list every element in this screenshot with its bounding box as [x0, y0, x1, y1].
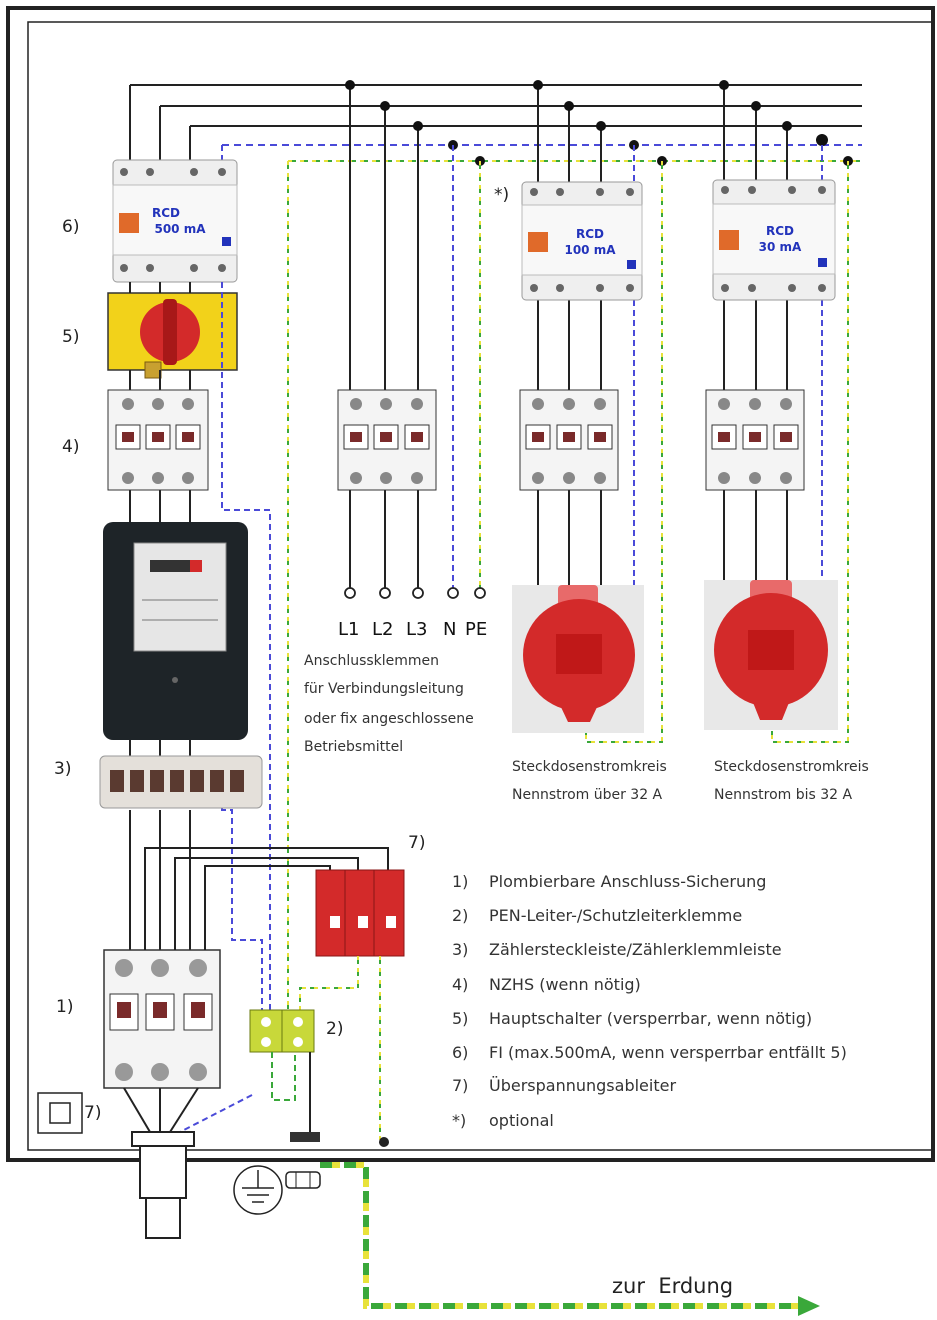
cable-entry	[123, 1087, 253, 1239]
earth-node	[379, 1137, 389, 1147]
small-box-inner	[49, 1102, 71, 1124]
legend-num-1: 1)	[452, 872, 468, 891]
surge-feed-wiring	[144, 847, 389, 950]
terminal-n: N	[443, 619, 456, 640]
rcd-30-label-2: 30 mA	[759, 240, 802, 254]
legend-text-1: Plombierbare Anschluss-Sicherung	[489, 872, 766, 891]
earth-label: zur Erdung	[612, 1274, 733, 1298]
earth-ground-icon	[233, 1165, 283, 1215]
rcd-500-label-1: RCD	[152, 206, 180, 220]
meter-terminal-strip	[99, 755, 263, 809]
nzhs-socket1	[519, 389, 619, 491]
socket1-outlet	[512, 585, 644, 733]
earth-bar	[285, 1132, 321, 1189]
earth-conductor	[320, 1162, 800, 1309]
label-3: 3)	[54, 759, 71, 779]
pen-loop-wiring	[271, 1052, 311, 1140]
terminal-pe: PE	[465, 619, 487, 640]
padlock-icon	[144, 361, 162, 379]
enclosure-inner-frame	[27, 21, 934, 1151]
nzhs-socket2	[705, 389, 805, 491]
label-4: 4)	[62, 437, 79, 457]
rcd-30-device	[712, 179, 836, 301]
label-optional: *)	[494, 185, 509, 205]
main-fuse	[103, 949, 221, 1089]
label-6: 6)	[62, 217, 79, 237]
rcd-500-device	[112, 159, 238, 283]
legend-text-8: optional	[489, 1111, 554, 1130]
legend-text-5: Hauptschalter (versperrbar, wenn nötig)	[489, 1009, 812, 1028]
legend: 1) Plombierbare Anschluss-Sicherung 2) P…	[452, 872, 847, 1130]
rcd-500-label-2: 500 mA	[154, 222, 206, 236]
socket1-drops	[537, 85, 602, 590]
left-column-wiring	[129, 282, 191, 950]
legend-text-3: Zählersteckleiste/Zählerklemmleiste	[489, 940, 782, 959]
label-2: 2)	[326, 1019, 343, 1039]
terminal-l3: L3	[406, 619, 427, 640]
terminal-l2: L2	[372, 619, 393, 640]
label-7-box: 7)	[84, 1103, 101, 1123]
socket1-caption-2: Nennstrom über 32 A	[512, 787, 663, 803]
socket2-outlet	[704, 580, 838, 730]
socket2-caption-2: Nennstrom bis 32 A	[714, 787, 853, 803]
arrow-right-icon	[798, 1296, 820, 1316]
pen-terminal	[249, 1009, 315, 1053]
terminal-l1: L1	[338, 619, 359, 640]
socket2-drops	[723, 85, 788, 590]
label-5: 5)	[62, 327, 79, 347]
rcd-100-label-1: RCD	[576, 227, 604, 241]
legend-text-4: NZHS (wenn nötig)	[489, 975, 641, 994]
legend-num-4: 4)	[452, 975, 468, 994]
rcd-100-device	[521, 181, 643, 301]
terminal-note-3: oder fix angeschlossene	[304, 711, 474, 727]
label-1: 1)	[56, 997, 73, 1017]
socket2-pe	[771, 161, 849, 743]
terminal-drops	[349, 85, 419, 588]
terminal-note-4: Betriebsmittel	[304, 739, 403, 755]
legend-text-6: FI (max.500mA, wenn versperrbar entfällt…	[489, 1043, 847, 1062]
terminal-note-2: für Verbindungsleitung	[304, 681, 464, 697]
label-7-surge: 7)	[408, 833, 425, 853]
nzhs-left	[107, 389, 209, 491]
n-left-dashed	[221, 282, 271, 1015]
legend-num-8: *)	[452, 1111, 466, 1130]
legend-num-5: 5)	[452, 1009, 468, 1028]
legend-text-7: Überspannungsableiter	[489, 1076, 676, 1095]
main-switch	[107, 292, 238, 379]
socket1-caption-1: Steckdosenstromkreis	[512, 759, 667, 775]
rcd-100-label-2: 100 mA	[564, 243, 616, 257]
terminal-rings	[344, 587, 486, 599]
rcd-30-label-1: RCD	[766, 224, 794, 238]
surge-arrester	[315, 869, 405, 957]
nzhs-middle	[337, 389, 437, 491]
legend-num-7: 7)	[452, 1076, 468, 1095]
socket2-caption-1: Steckdosenstromkreis	[714, 759, 869, 775]
terminal-note-1: Anschlussklemmen	[304, 653, 439, 669]
surge-pe-wiring	[299, 956, 381, 1140]
energy-meter	[103, 522, 248, 740]
legend-num-2: 2)	[452, 906, 468, 925]
legend-num-6: 6)	[452, 1043, 468, 1062]
legend-text-2: PEN-Leiter-/Schutzleiterklemme	[489, 906, 742, 925]
legend-num-3: 3)	[452, 940, 468, 959]
